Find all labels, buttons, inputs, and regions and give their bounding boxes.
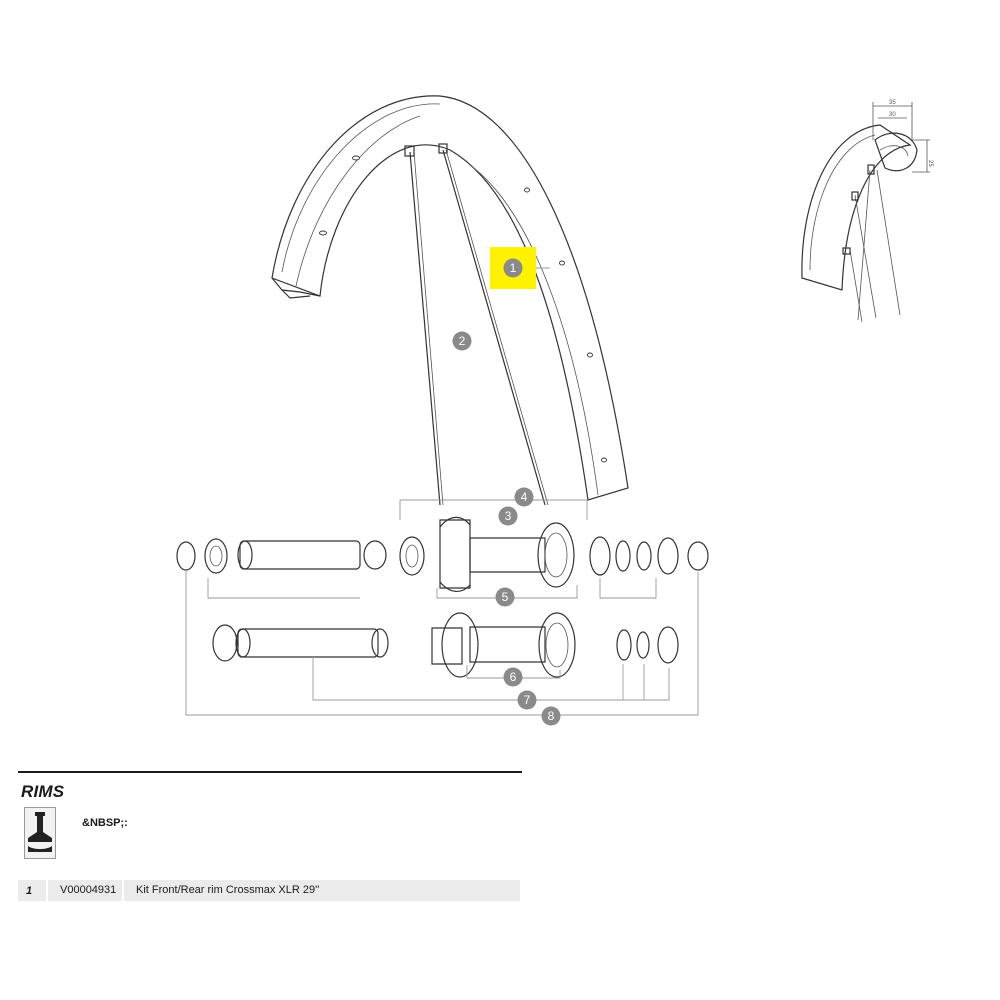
part-reference: V00004931 xyxy=(46,880,122,901)
callout-label: 4 xyxy=(521,490,528,504)
legend: &NBSP;: xyxy=(24,807,128,859)
callout-label: 6 xyxy=(510,670,517,684)
section-title: RIMS xyxy=(21,782,65,801)
front-hub-assembly xyxy=(176,516,709,592)
callout-label: 8 xyxy=(548,709,555,723)
callout-label: 5 xyxy=(502,590,509,604)
section-divider xyxy=(18,771,522,773)
dimension-height: 25 xyxy=(927,160,933,167)
callout-6[interactable]: 6 xyxy=(503,667,523,687)
parts-table-row[interactable]: 1 V00004931 Kit Front/Rear rim Crossmax … xyxy=(18,880,520,901)
callout-4[interactable]: 4 xyxy=(514,487,534,507)
rear-hub-assembly xyxy=(212,612,679,678)
rim xyxy=(271,95,629,501)
dimension-inner-width: 30 xyxy=(889,112,896,118)
callout-label: 3 xyxy=(505,509,512,523)
part-description: Kit Front/Rear rim Crossmax XLR 29'' xyxy=(122,880,319,901)
callout-label: 7 xyxy=(524,693,531,707)
part-number: 1 xyxy=(26,884,33,897)
callout-5[interactable]: 5 xyxy=(495,587,515,607)
rim-profile-detail xyxy=(801,124,918,323)
dimension-annotations: 35 30 25 xyxy=(872,100,933,173)
exploded-wheel-diagram: 1 2 3 4 5 6 7 8 xyxy=(176,95,933,726)
legend-text: &NBSP;: xyxy=(82,817,128,829)
rims-section: RIMS &NBSP;: 1 V00004931 Kit Front/Rear … xyxy=(18,771,522,901)
callout-label: 1 xyxy=(510,261,517,275)
tubeless-valve-icon xyxy=(24,807,56,859)
callout-3[interactable]: 3 xyxy=(498,506,518,526)
dimension-outer-width: 35 xyxy=(889,100,896,106)
callout-8[interactable]: 8 xyxy=(541,706,561,726)
callout-2[interactable]: 2 xyxy=(452,331,472,351)
callout-label: 2 xyxy=(459,334,466,348)
callout-7[interactable]: 7 xyxy=(517,690,537,710)
callout-1[interactable]: 1 xyxy=(503,258,523,278)
spokes xyxy=(404,143,549,506)
